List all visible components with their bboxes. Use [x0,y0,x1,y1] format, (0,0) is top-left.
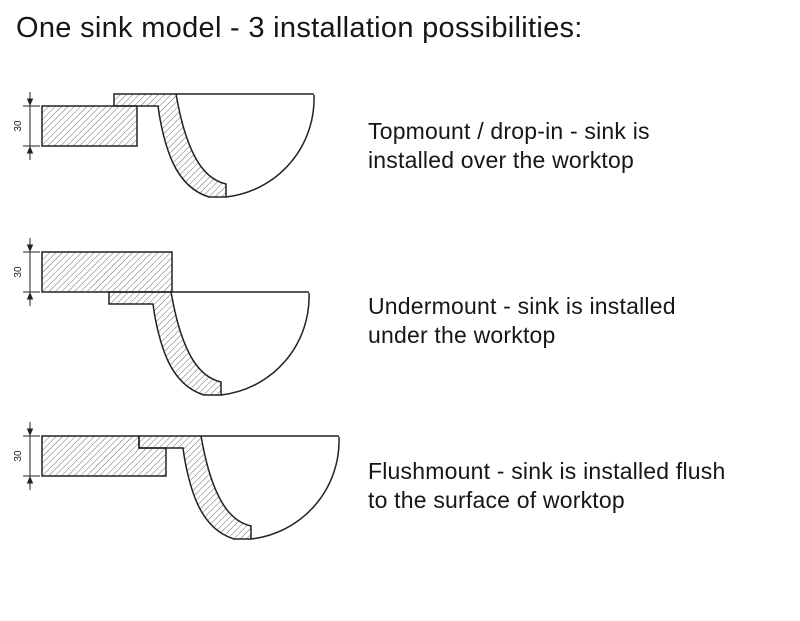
dimension-label: 30 [14,120,24,132]
sink-section [138,435,340,540]
arrow-bottom-icon [26,476,34,484]
installation-row-undermount: 30 Undermount - sink is installed under … [14,237,800,405]
bowl-arc [250,436,340,540]
flushmount-caption: Flushmount - sink is installed flush to … [368,458,726,513]
bowl-arc [220,292,310,396]
topmount-drawing: 30 [14,92,315,198]
installation-row-topmount: 30 Topmount / drop-in - sink is installe… [14,71,800,221]
arrow-top-icon [26,244,34,252]
dimension-label: 30 [14,266,24,278]
page-title: One sink model - 3 installation possibil… [16,12,583,44]
topmount-drawing-wrap: 30 [14,71,352,221]
undermount-drawing: 30 [14,238,310,396]
dimension-lines [23,92,40,160]
dimension-label: 30 [14,450,24,462]
installation-row-flushmount: 30 Flushmount - sink is installed flush … [14,421,800,551]
sink-section [113,93,315,198]
sink-wall [108,291,222,396]
undermount-drawing-wrap: 30 [14,237,352,405]
sink-section [108,291,310,396]
topmount-caption: Topmount / drop-in - sink is installed o… [368,118,650,173]
worktop-section [41,105,138,147]
undermount-caption: Undermount - sink is installed under the… [368,293,676,348]
flushmount-drawing-wrap: 30 [14,421,352,551]
arrow-bottom-icon [26,146,34,154]
bowl-arc [225,94,315,198]
dimension-lines [23,422,40,490]
dimension-lines [23,238,40,306]
flushmount-drawing: 30 [14,422,340,540]
arrow-bottom-icon [26,292,34,300]
worktop-section [41,251,173,293]
arrow-top-icon [26,98,34,106]
arrow-top-icon [26,428,34,436]
